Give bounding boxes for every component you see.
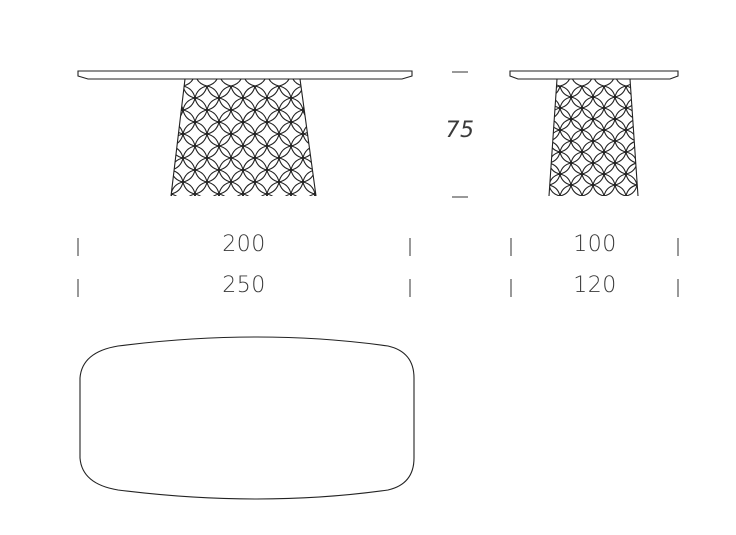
large-table-length-max-label: 250: [222, 273, 266, 298]
lattice-star-shape: [549, 79, 638, 196]
height-dimension-label: 75: [445, 118, 475, 143]
large-table-top: [77, 70, 413, 80]
small-table-top: [509, 70, 679, 80]
large-table-length-min-label: 200: [222, 232, 266, 257]
small-table-base-outline: [548, 78, 639, 197]
lattice-star-shape: [171, 79, 316, 196]
large-table-elevation: [77, 70, 413, 197]
small-table-width-max-label: 120: [573, 273, 617, 298]
small-table-width-min-label: 100: [573, 232, 617, 257]
table-top-plan-view: [79, 336, 415, 500]
large-table-lattice-pattern: [171, 79, 316, 196]
small-table-elevation: [509, 70, 679, 197]
small-table-lattice-pattern: [549, 79, 638, 196]
height-dimension-marks: [452, 71, 468, 198]
large-table-base-outline: [170, 78, 317, 197]
width-dimension-marks: [77, 238, 679, 297]
